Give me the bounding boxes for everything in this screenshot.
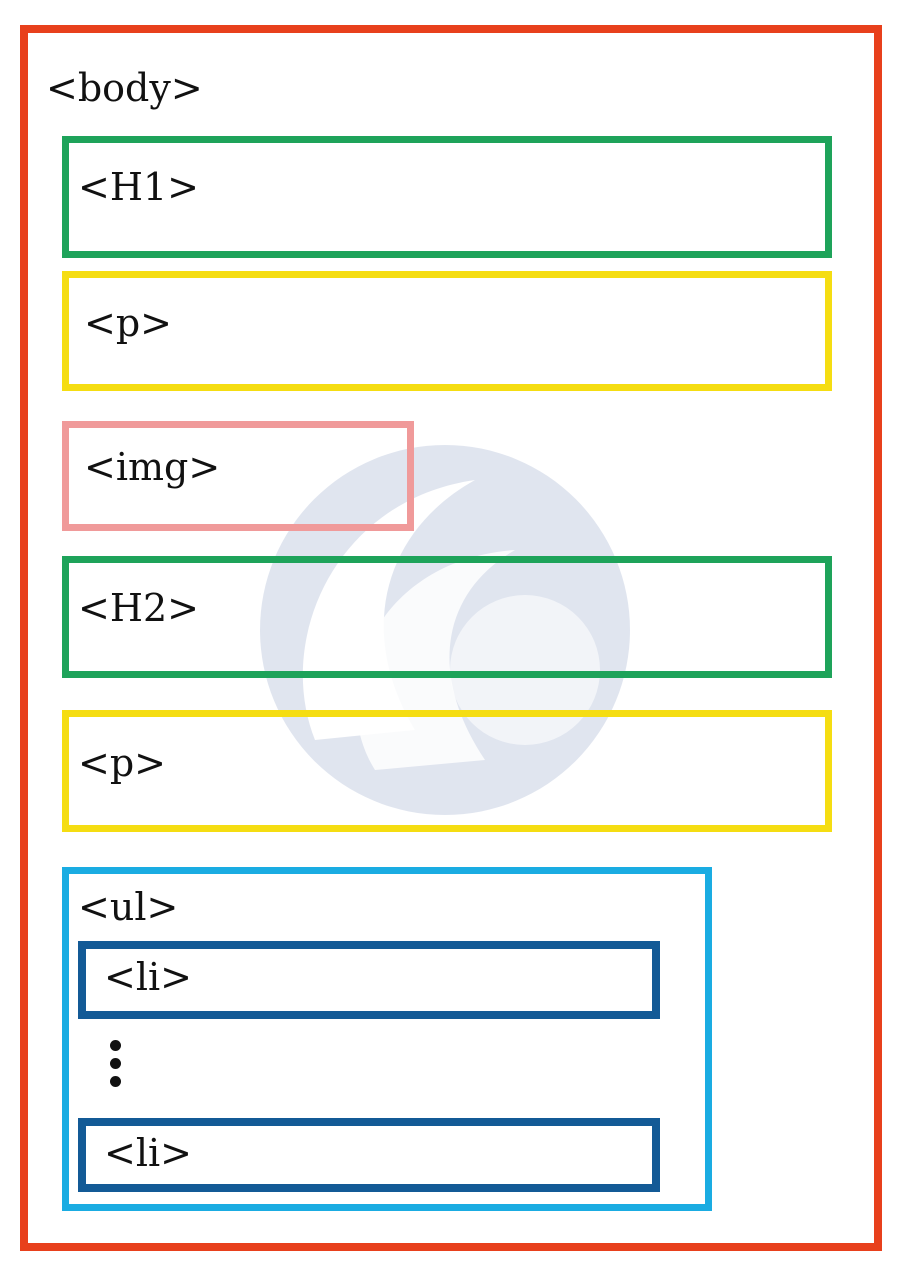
li-1-element-box — [78, 941, 660, 1019]
ul-label: <ul> — [78, 885, 179, 929]
paragraph-1-label: <p> — [84, 301, 173, 345]
img-element-box — [62, 421, 414, 531]
h2-element-box — [62, 556, 832, 678]
paragraph-2-element-box — [62, 710, 832, 832]
body-label: <body> — [46, 66, 203, 110]
h1-label: <H1> — [78, 165, 199, 209]
img-label: <img> — [84, 445, 221, 489]
logo-watermark-icon — [260, 445, 630, 815]
ul-element-box — [62, 867, 712, 1211]
body-element-box — [20, 25, 882, 1251]
li-2-element-box — [78, 1118, 660, 1192]
paragraph-2-label: <p> — [78, 741, 167, 785]
li-1-label: <li> — [104, 955, 192, 999]
h2-label: <H2> — [78, 586, 199, 630]
h1-element-box — [62, 136, 832, 258]
vertical-ellipsis-icon — [110, 1040, 124, 1090]
paragraph-1-element-box — [62, 271, 832, 391]
li-2-label: <li> — [104, 1131, 192, 1175]
